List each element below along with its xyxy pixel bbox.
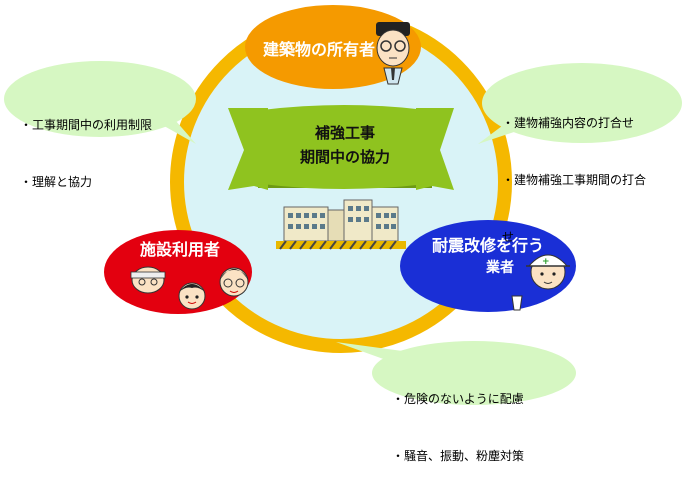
callout-users-to-owner <box>4 61 196 144</box>
users-node <box>104 230 252 314</box>
owner-face-icon <box>376 22 410 85</box>
center-banner <box>228 105 454 190</box>
child-faces-icon <box>178 267 249 310</box>
contractor-label-line1: 耐震改修を行う <box>431 236 544 255</box>
callout-text-contractor-to-users: ・危険のないように配慮 ・騒音、振動、粉塵対策 <box>392 352 524 485</box>
callout-text-users-to-owner: ・工事期間中の利用制限 ・理解と協力 <box>20 78 152 211</box>
contractor-label-line2: 業者 <box>486 260 514 276</box>
callout-contractor-to-users <box>336 341 576 405</box>
callout-line: ・理解と協力 <box>20 175 93 189</box>
callout-text-owner-to-contractor: ・建物補強内容の打合せ ・建物補強工事期間の打合 せ <box>502 76 646 266</box>
callout-line: ・騒音、振動、粉塵対策 <box>392 449 525 463</box>
callout-line: せ <box>502 230 515 244</box>
callout-line: ・建物補強内容の打合せ <box>502 116 635 130</box>
users-label: 施設利用者 <box>139 240 220 259</box>
callout-line: ・工事期間中の利用制限 <box>20 118 153 132</box>
owner-label: 建築物の所有者 <box>262 40 375 59</box>
callout-line: ・危険のないように配慮 <box>392 392 524 406</box>
elder-face-icon <box>130 266 166 294</box>
callout-line: ・建物補強工事期間の打合 <box>502 173 647 187</box>
contractor-node <box>400 220 576 312</box>
cooperation-diagram: + <box>4 5 682 405</box>
banner-line2: 期間中の協力 <box>299 148 390 166</box>
building-icon <box>276 199 406 250</box>
banner-line1: 補強工事 <box>314 124 375 142</box>
worker-face-icon: + <box>511 254 570 311</box>
svg-text:+: + <box>542 257 550 267</box>
callout-owner-to-contractor <box>478 63 682 144</box>
